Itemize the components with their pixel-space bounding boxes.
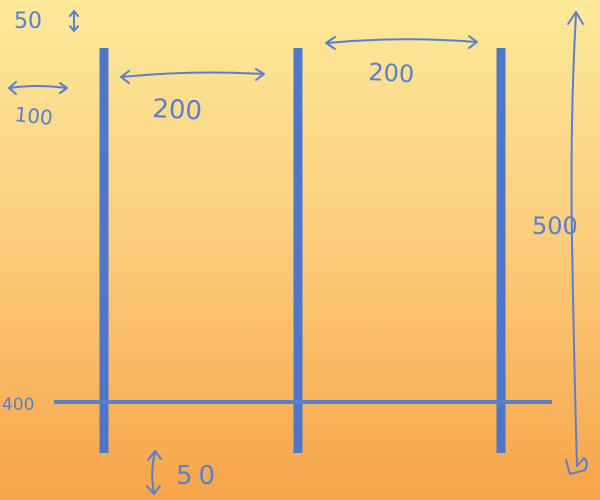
gap-first-arrow-icon bbox=[120, 68, 265, 84]
label-crossbar-height: 400 bbox=[2, 395, 34, 415]
top-gap-arrow-icon bbox=[69, 10, 79, 32]
bottom-gap-arrow-icon bbox=[146, 450, 162, 495]
label-total-height: 500 bbox=[532, 212, 578, 240]
left-gap-arrow-icon bbox=[8, 81, 68, 95]
label-left-gap: 100 bbox=[13, 102, 53, 130]
label-gap-first: 200 bbox=[152, 94, 203, 127]
label-gap-second: 200 bbox=[368, 58, 415, 88]
total-height-arrow-icon bbox=[565, 11, 588, 475]
label-top-gap: 50 bbox=[14, 9, 42, 34]
gap-second-arrow-icon bbox=[325, 35, 478, 50]
label-bottom-gap: 50 bbox=[176, 461, 221, 491]
